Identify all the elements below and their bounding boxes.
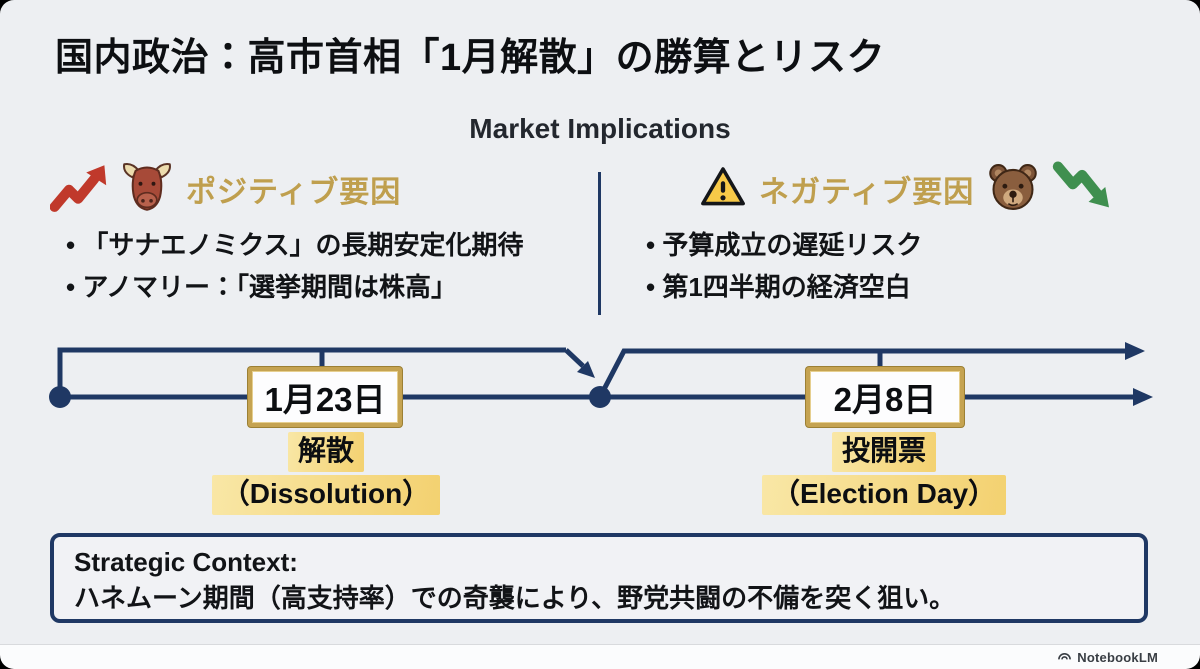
brand-name: NotebookLM — [1077, 649, 1158, 665]
strategic-context-box: Strategic Context: ハネムーン期間（高支持率）での奇襲により、… — [50, 533, 1148, 623]
section-title: Market Implications — [469, 113, 731, 144]
positive-bullet: 「サナエノミクス」の長期安定化期待 — [66, 224, 611, 266]
strategic-context-heading: Strategic Context: — [74, 547, 298, 577]
event-name-jp: 投開票 — [831, 432, 936, 472]
bear-icon — [987, 161, 1039, 218]
slide-canvas: 国内政治：高市首相「1月解散」の勝算とリスク Market Implicatio… — [0, 0, 1200, 644]
warning-icon — [700, 164, 746, 215]
event-name-jp: 解散 — [287, 432, 364, 472]
bull-icon — [121, 161, 173, 218]
event-name-en: （Dissolution） — [211, 475, 441, 515]
timeline-date-box-election: 2月8日 — [806, 367, 964, 427]
negative-bullet: 第1四半期の経済空白 — [646, 266, 1126, 308]
negative-header: ネガティブ要因 — [700, 160, 1114, 218]
event-name-en: （Election Day） — [761, 475, 1007, 515]
negative-label: ネガティブ要因 — [759, 176, 975, 209]
slide-title: 国内政治：高市首相「1月解散」の勝算とリスク — [55, 37, 886, 79]
positive-bullet-list: 「サナエノミクス」の長期安定化期待 アノマリー：「選挙期間は株高」 — [66, 224, 611, 308]
positive-bullet: アノマリー：「選挙期間は株高」 — [66, 266, 611, 308]
footer-bar: NotebookLM — [0, 644, 1200, 669]
event-label-dissolution: 解散 （Dissolution） — [156, 432, 496, 517]
trend-down-icon — [1052, 160, 1114, 218]
trend-up-icon — [49, 161, 108, 218]
column-divider — [598, 172, 601, 315]
negative-bullet: 予算成立の遅延リスク — [646, 224, 1126, 266]
event-label-election: 投開票 （Election Day） — [714, 432, 1054, 517]
timeline-date-box-dissolution: 1月23日 — [248, 367, 402, 427]
notebooklm-logo-icon — [1057, 650, 1072, 665]
positive-header: ポジティブ要因 — [49, 160, 402, 218]
negative-bullet-list: 予算成立の遅延リスク 第1四半期の経済空白 — [646, 224, 1126, 308]
positive-label: ポジティブ要因 — [186, 176, 402, 209]
strategic-context-body: ハネムーン期間（高支持率）での奇襲により、野党共闘の不備を突く狙い。 — [74, 583, 956, 613]
